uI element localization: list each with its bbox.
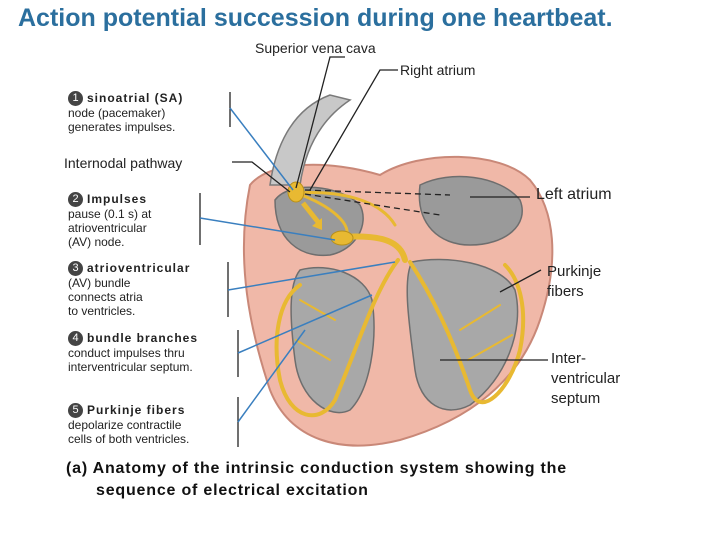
step-4-heading: bundle branches xyxy=(87,331,199,345)
step-3-text: connects atria xyxy=(68,290,143,305)
step-2: 2 Impulses pause (0.1 s) at atrioventricu… xyxy=(68,192,151,249)
label-internodal-pathway: Internodal pathway xyxy=(64,155,183,171)
step-2-text: (AV) node. xyxy=(68,235,125,250)
step-1: 1 sinoatrial (SA) node (pacemaker) genera… xyxy=(68,91,183,134)
purkinje-line-2: fibers xyxy=(547,283,584,300)
diagram-title: Action potential succession during one h… xyxy=(18,4,613,32)
septum-line-1: Inter- xyxy=(551,350,587,367)
step-3-number: 3 xyxy=(68,261,83,277)
caption-line-2: sequence of electrical excitation xyxy=(96,482,369,499)
label-interventricular-septum: Inter- ventricular septum xyxy=(551,349,620,409)
step-5-text: cells of both ventricles. xyxy=(68,432,190,447)
superior-vena-cava xyxy=(269,94,352,186)
step-4-number: 4 xyxy=(68,331,83,347)
step-4-text: interventricular septum. xyxy=(68,360,193,375)
label-left-atrium: Left atrium xyxy=(536,186,612,203)
step-2-text: pause (0.1 s) at xyxy=(68,207,152,222)
impulse-arrow xyxy=(301,201,320,224)
label-superior-vena-cava: Superior vena cava xyxy=(255,40,376,56)
step-5-number: 5 xyxy=(68,403,83,419)
septum-line-3: septum xyxy=(551,390,601,407)
step-3-heading: atrioventricular xyxy=(87,261,191,275)
step-4: 4 bundle branches conduct impulses thru i… xyxy=(68,331,198,374)
step-5-heading: Purkinje fibers xyxy=(87,403,186,417)
step-2-text: atrioventricular xyxy=(68,221,147,236)
step-3: 3 atrioventricular (AV) bundle connects a… xyxy=(68,261,190,318)
caption-line-1: (a) Anatomy of the intrinsic conduction … xyxy=(66,460,567,477)
step-5-text: depolarize contractile xyxy=(68,418,182,433)
purkinje-line-1: Purkinje xyxy=(547,263,602,280)
step-3-text: (AV) bundle xyxy=(68,276,131,291)
left-atrium-chamber xyxy=(418,175,523,246)
septum-line-2: ventricular xyxy=(551,370,621,387)
sa-node xyxy=(287,181,305,203)
step-3-text: to ventricles. xyxy=(68,304,136,319)
label-purkinje-fibers: Purkinje fibers xyxy=(547,262,601,302)
step-2-heading: Impulses xyxy=(87,192,148,206)
label-right-atrium: Right atrium xyxy=(400,62,476,78)
step-1-text: generates impulses. xyxy=(68,120,176,135)
step-1-heading: sinoatrial (SA) xyxy=(87,91,184,105)
step-1-text: node (pacemaker) xyxy=(68,106,166,121)
step-4-text: conduct impulses thru xyxy=(68,346,185,361)
left-ventricle-chamber xyxy=(406,258,519,411)
figure-caption: (a) Anatomy of the intrinsic conduction … xyxy=(66,458,567,502)
step-2-number: 2 xyxy=(68,192,83,208)
step-1-number: 1 xyxy=(68,91,83,107)
av-node xyxy=(330,230,354,246)
